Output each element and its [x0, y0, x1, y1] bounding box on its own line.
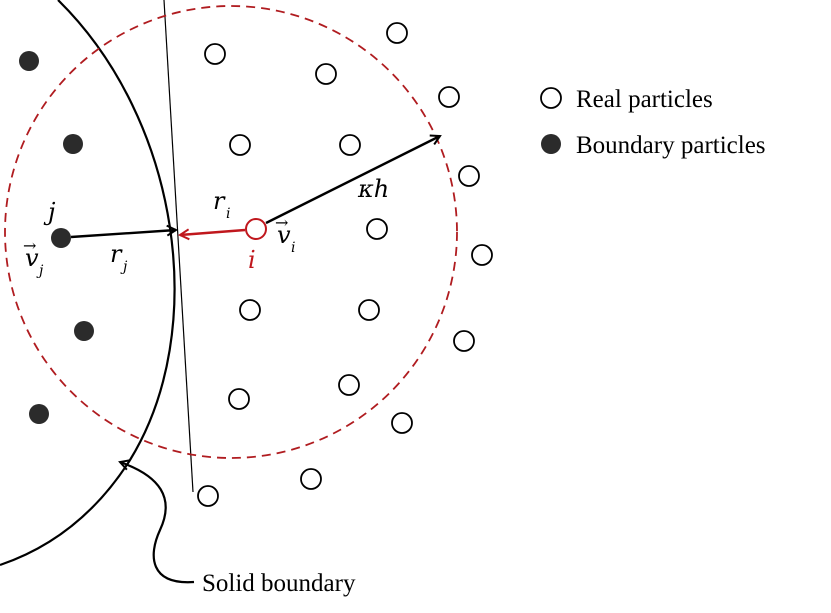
arrow-r-i — [180, 230, 246, 235]
legend: Real particles Boundary particles — [540, 86, 766, 159]
label-solid-boundary: Solid boundary — [202, 570, 356, 597]
real-particle-i — [245, 218, 267, 240]
label-v-j-sub: j — [36, 263, 44, 279]
arrow-solid-boundary-callout — [120, 462, 195, 584]
real-particles — [197, 22, 493, 507]
legend-boundary-label: Boundary particles — [576, 132, 766, 159]
label-v-j: v — [25, 244, 39, 272]
real-particle — [438, 86, 460, 108]
real-particle — [339, 134, 361, 156]
label-v-i: v — [277, 221, 291, 249]
boundary-particle — [63, 134, 83, 154]
real-particle — [386, 22, 408, 44]
real-particle — [391, 412, 413, 434]
boundary-particle-j — [51, 228, 71, 248]
tangent-line — [163, 0, 194, 493]
real-particle — [239, 299, 261, 321]
label-j: j — [43, 198, 56, 226]
real-particle — [471, 244, 493, 266]
label-kappa-h: κh — [357, 175, 389, 203]
label-r-i: r — [213, 187, 226, 215]
real-particle — [366, 218, 388, 240]
label-r-j-sub: j — [120, 259, 128, 275]
label-r-j: r — [110, 240, 123, 268]
real-particle — [229, 134, 251, 156]
label-r-i-sub: i — [226, 206, 230, 222]
arrow-r-j — [70, 230, 176, 239]
real-particle — [338, 374, 360, 396]
boundary-particle — [19, 51, 39, 71]
vector-arrow-glyph: → — [275, 213, 288, 232]
real-particle — [197, 485, 219, 507]
boundary-particle — [74, 321, 94, 341]
real-particle — [358, 299, 380, 321]
real-particle — [228, 388, 250, 410]
support-domain-circle — [4, 5, 458, 459]
vector-arrow-glyph: → — [23, 236, 36, 255]
real-particle — [458, 165, 480, 187]
real-particle — [453, 330, 475, 352]
real-particle — [204, 43, 226, 65]
boundary-particles — [19, 51, 94, 424]
legend-real-label: Real particles — [576, 86, 713, 113]
real-particle — [300, 468, 322, 490]
legend-real-marker — [540, 87, 562, 109]
solid-boundary-curve — [0, 0, 176, 567]
boundary-particle — [29, 404, 49, 424]
label-v-i-sub: i — [291, 240, 295, 256]
legend-boundary-marker — [541, 134, 561, 154]
label-i: i — [248, 246, 256, 274]
arrow-kappa-h — [265, 136, 440, 225]
real-particle — [315, 63, 337, 85]
